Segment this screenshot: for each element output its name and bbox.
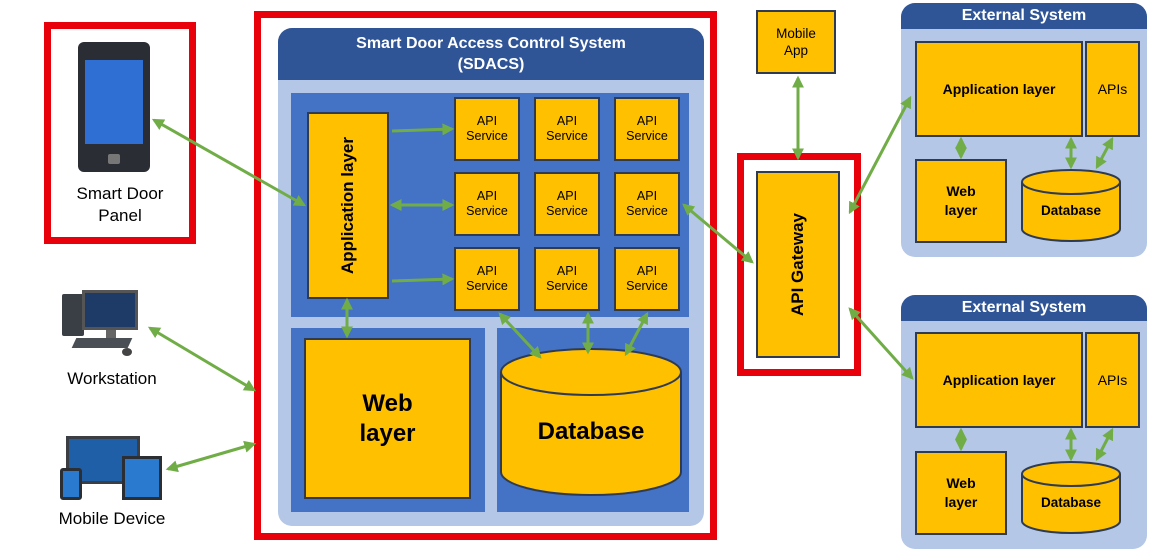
external-system-1-title: External System (901, 3, 1147, 29)
external-system-2-title: External System (901, 295, 1147, 321)
api-gateway: API Gateway (756, 171, 840, 358)
api-service-4: API Service (454, 172, 520, 236)
sdacs-title: Smart Door Access Control System(SDACS) (278, 28, 704, 80)
database-cylinder: Database (500, 348, 682, 496)
workstation-icon (62, 290, 142, 362)
external-1-application-layer: Application layer (915, 41, 1083, 137)
api-service-2: API Service (534, 97, 600, 161)
external-1-database: Database (1021, 169, 1121, 243)
api-service-7: API Service (454, 247, 520, 311)
api-service-3: API Service (614, 97, 680, 161)
api-service-9: API Service (614, 247, 680, 311)
database-label: Database (537, 418, 645, 445)
sdacs-highlight (254, 11, 717, 540)
external-2-database: Database (1021, 461, 1121, 535)
workstation-label: Workstation (67, 369, 157, 388)
api-service-8: API Service (534, 247, 600, 311)
smart-door-panel-device-icon (78, 42, 150, 172)
arrow-mobile-device (165, 440, 257, 473)
external-2-database-label: Database (1040, 495, 1102, 510)
api-service-1: API Service (454, 97, 520, 161)
mobile-devices-icon (60, 436, 164, 502)
external-2-apis: APIs (1085, 332, 1140, 428)
external-2-application-layer: Application layer (915, 332, 1083, 428)
application-layer: Application layer (307, 112, 389, 299)
external-1-apis: APIs (1085, 41, 1140, 137)
api-service-6: API Service (614, 172, 680, 236)
mobile-device-label: Mobile Device (58, 509, 166, 528)
api-service-5: API Service (534, 172, 600, 236)
external-1-database-label: Database (1040, 203, 1102, 218)
